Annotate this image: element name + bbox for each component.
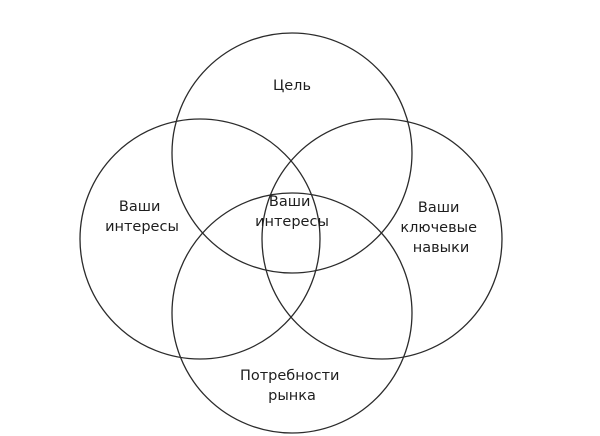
skills-label: Ваши ключевые навыки (400, 200, 481, 256)
interests-label: Ваши интересы (105, 199, 179, 235)
goal-circle (171, 32, 413, 274)
goal-label: Цель (273, 78, 311, 94)
center-label: Ваши интересы (255, 194, 329, 230)
interests-circle (79, 118, 321, 360)
market-needs-circle (171, 192, 413, 434)
skills-circle (261, 118, 503, 360)
market-needs-label: Потребности рынка (240, 368, 344, 404)
